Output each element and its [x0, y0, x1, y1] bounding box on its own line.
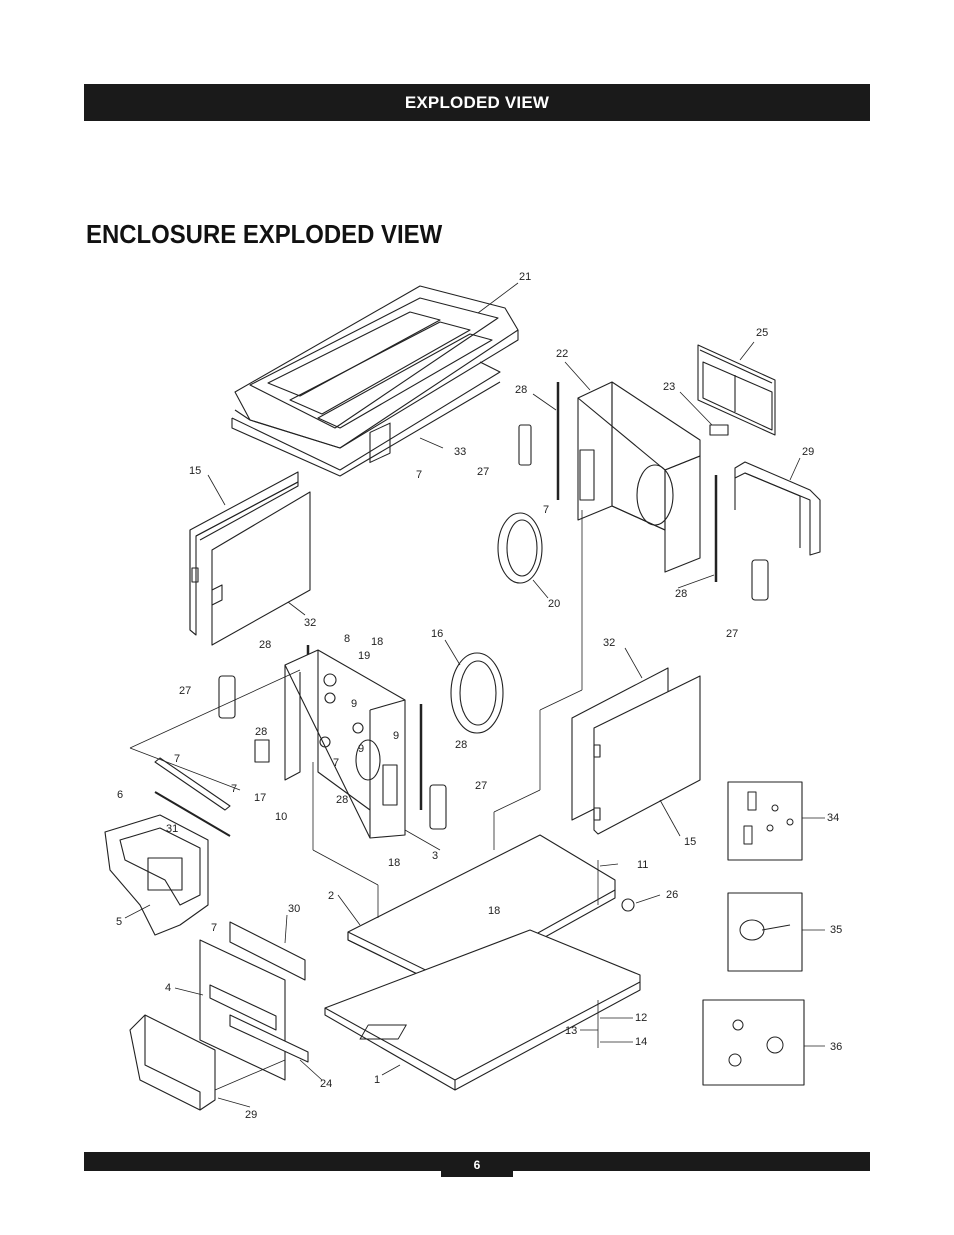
part-knob-26 [621, 898, 635, 912]
callout-label: 35 [830, 924, 842, 936]
kit-box-34 [727, 781, 803, 861]
part-strip-30 [229, 921, 306, 981]
part-vent-27 [429, 784, 447, 830]
callout-label: 2 [328, 890, 334, 902]
callout-label: 32 [304, 617, 316, 629]
callout-label: 23 [663, 381, 675, 393]
callout-label: 25 [756, 327, 768, 339]
callout-label: 9 [351, 698, 357, 710]
callout-label: 18 [488, 905, 500, 917]
part-strip-24 [229, 1014, 309, 1063]
callout-label: 7 [211, 922, 217, 934]
part-ring-16 [450, 652, 504, 734]
callout-label: 7 [231, 783, 237, 795]
callout-label: 9 [358, 743, 364, 755]
callout-label: 16 [431, 628, 443, 640]
page-title: ENCLOSURE EXPLODED VIEW [86, 219, 443, 249]
callout-label: 28 [336, 794, 348, 806]
callout-label: 7 [416, 469, 422, 481]
callout-label: 24 [320, 1078, 332, 1090]
part-vent-27 [218, 675, 236, 719]
callout-label: 33 [454, 446, 466, 458]
callout-label: 10 [275, 811, 287, 823]
part-ring-20 [497, 512, 543, 584]
callout-label: 27 [726, 628, 738, 640]
part-bracket-6 [154, 757, 231, 811]
callout-label: 1 [374, 1074, 380, 1086]
part-bracket-10 [254, 739, 270, 763]
callout-label: 29 [245, 1109, 257, 1121]
page-number-tab: 6 [441, 1152, 513, 1177]
kit-box-36 [702, 999, 805, 1086]
callout-label: 34 [827, 812, 839, 824]
callout-label: 36 [830, 1041, 842, 1053]
part-roof-21 [231, 285, 519, 477]
callout-label: 9 [393, 730, 399, 742]
callout-labels: 21 22 25 23 28 29 33 7 27 15 7 20 28 32 … [116, 271, 842, 1121]
part-cover-29-lower [129, 1014, 216, 1111]
callout-label: 27 [475, 780, 487, 792]
callout-label: 18 [388, 857, 400, 869]
callout-label: 14 [635, 1036, 647, 1048]
callout-label: 19 [358, 650, 370, 662]
part-enclosure-22 [577, 381, 701, 573]
part-panel-25 [697, 344, 776, 436]
callout-label: 15 [684, 836, 696, 848]
part-frame-3 [284, 649, 406, 839]
callout-label: 5 [116, 916, 122, 928]
callout-label: 28 [515, 384, 527, 396]
page-number: 6 [473, 1157, 481, 1172]
callout-label: 21 [519, 271, 531, 283]
part-cover-29-right [734, 461, 821, 556]
part-front-housing-5 [104, 814, 209, 936]
callout-label: 28 [259, 639, 271, 651]
callout-label: 32 [603, 637, 615, 649]
callout-label: 20 [548, 598, 560, 610]
section-title: EXPLODED VIEW [404, 92, 550, 112]
section-header-bar: EXPLODED VIEW [84, 84, 870, 121]
callout-label: 26 [666, 889, 678, 901]
callout-label: 6 [117, 789, 123, 801]
callout-label: 31 [166, 823, 178, 835]
part-bar-31 [154, 791, 231, 837]
callout-label: 29 [802, 446, 814, 458]
callout-label: 7 [543, 504, 549, 516]
callout-label: 27 [179, 685, 191, 697]
part-vent-27 [518, 424, 532, 466]
kit-box-35 [727, 892, 803, 972]
part-side-panel-15-left [189, 471, 299, 636]
callout-label: 17 [254, 792, 266, 804]
callout-label: 30 [288, 903, 300, 915]
part-base-1 [324, 929, 641, 1091]
part-label-23 [709, 424, 729, 436]
callout-label: 18 [371, 636, 383, 648]
callout-label: 8 [344, 633, 350, 645]
callout-label: 27 [477, 466, 489, 478]
part-liner-32-left [211, 491, 311, 646]
callout-label: 13 [565, 1025, 577, 1037]
part-front-panel-4 [199, 939, 286, 1081]
callout-label: 28 [455, 739, 467, 751]
callout-label: 11 [637, 859, 648, 871]
callout-label: 12 [635, 1012, 647, 1024]
callout-label: 7 [333, 757, 339, 769]
part-vent-27 [751, 559, 769, 601]
callout-label: 4 [165, 982, 171, 994]
part-side-panel-15-right [593, 675, 701, 835]
callout-label: 7 [174, 753, 180, 765]
callout-label: 22 [556, 348, 568, 360]
callout-label: 28 [675, 588, 687, 600]
callout-label: 28 [255, 726, 267, 738]
callout-label: 15 [189, 465, 201, 477]
callout-label: 3 [432, 850, 438, 862]
